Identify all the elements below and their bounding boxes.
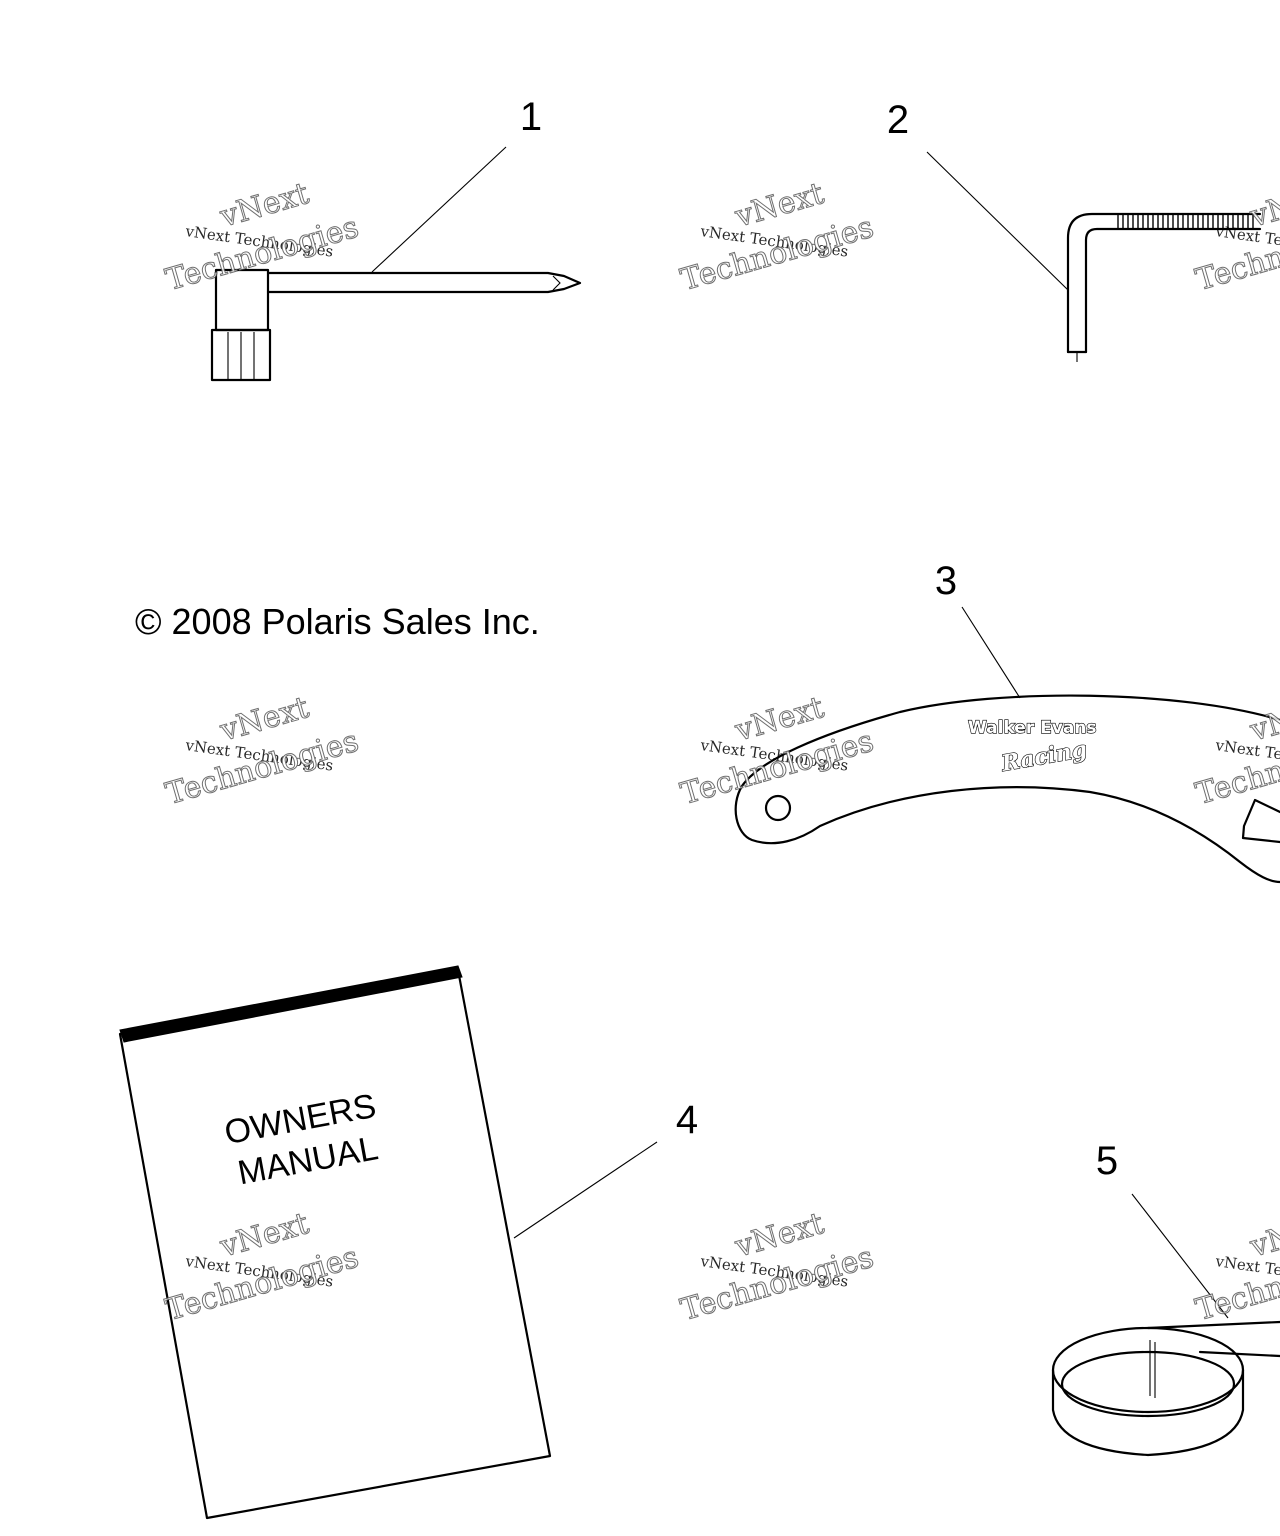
watermark-9: vNext Technologies vNext Technologies (1191, 1206, 1280, 1329)
part-2-hex-key (1066, 212, 1262, 362)
part-5-oil-filter-wrench (1051, 1320, 1280, 1457)
watermark-4: vNext Technologies vNext Technologies (161, 690, 363, 813)
callout-4: 4 (676, 1098, 698, 1142)
leader-line-1 (371, 146, 507, 273)
watermark-1: vNext Technologies vNext Technologies (161, 176, 363, 299)
copyright-text: © 2008 Polaris Sales Inc. (135, 601, 540, 642)
callout-numbers: 1 2 3 4 5 (520, 95, 1118, 1183)
watermark-3: vNext Technologies vNext Technologies (1191, 176, 1280, 299)
strap-brand-line1: Walker Evans (968, 718, 1097, 738)
callout-1: 1 (520, 95, 542, 139)
leader-line-2 (926, 151, 1069, 291)
watermark-5: vNext Technologies vNext Technologies (676, 690, 878, 813)
watermark-8: vNext Technologies vNext Technologies (676, 1206, 878, 1329)
leader-line-4 (513, 1141, 658, 1239)
leader-lines (371, 146, 1229, 1319)
leader-line-3 (961, 606, 1021, 699)
part-1-spark-plug-wrench (210, 268, 582, 382)
leader-line-5 (1131, 1193, 1229, 1319)
callout-2: 2 (887, 98, 909, 142)
watermark-2: vNext Technologies vNext Technologies (676, 176, 878, 299)
watermark-7: vNext Technologies vNext Technologies (161, 1206, 363, 1329)
part-4-owners-manual: OWNERS MANUAL (118, 965, 552, 1520)
callout-3: 3 (935, 559, 957, 603)
callout-5: 5 (1096, 1139, 1118, 1183)
strap-brand-line2: Racing (999, 736, 1089, 777)
